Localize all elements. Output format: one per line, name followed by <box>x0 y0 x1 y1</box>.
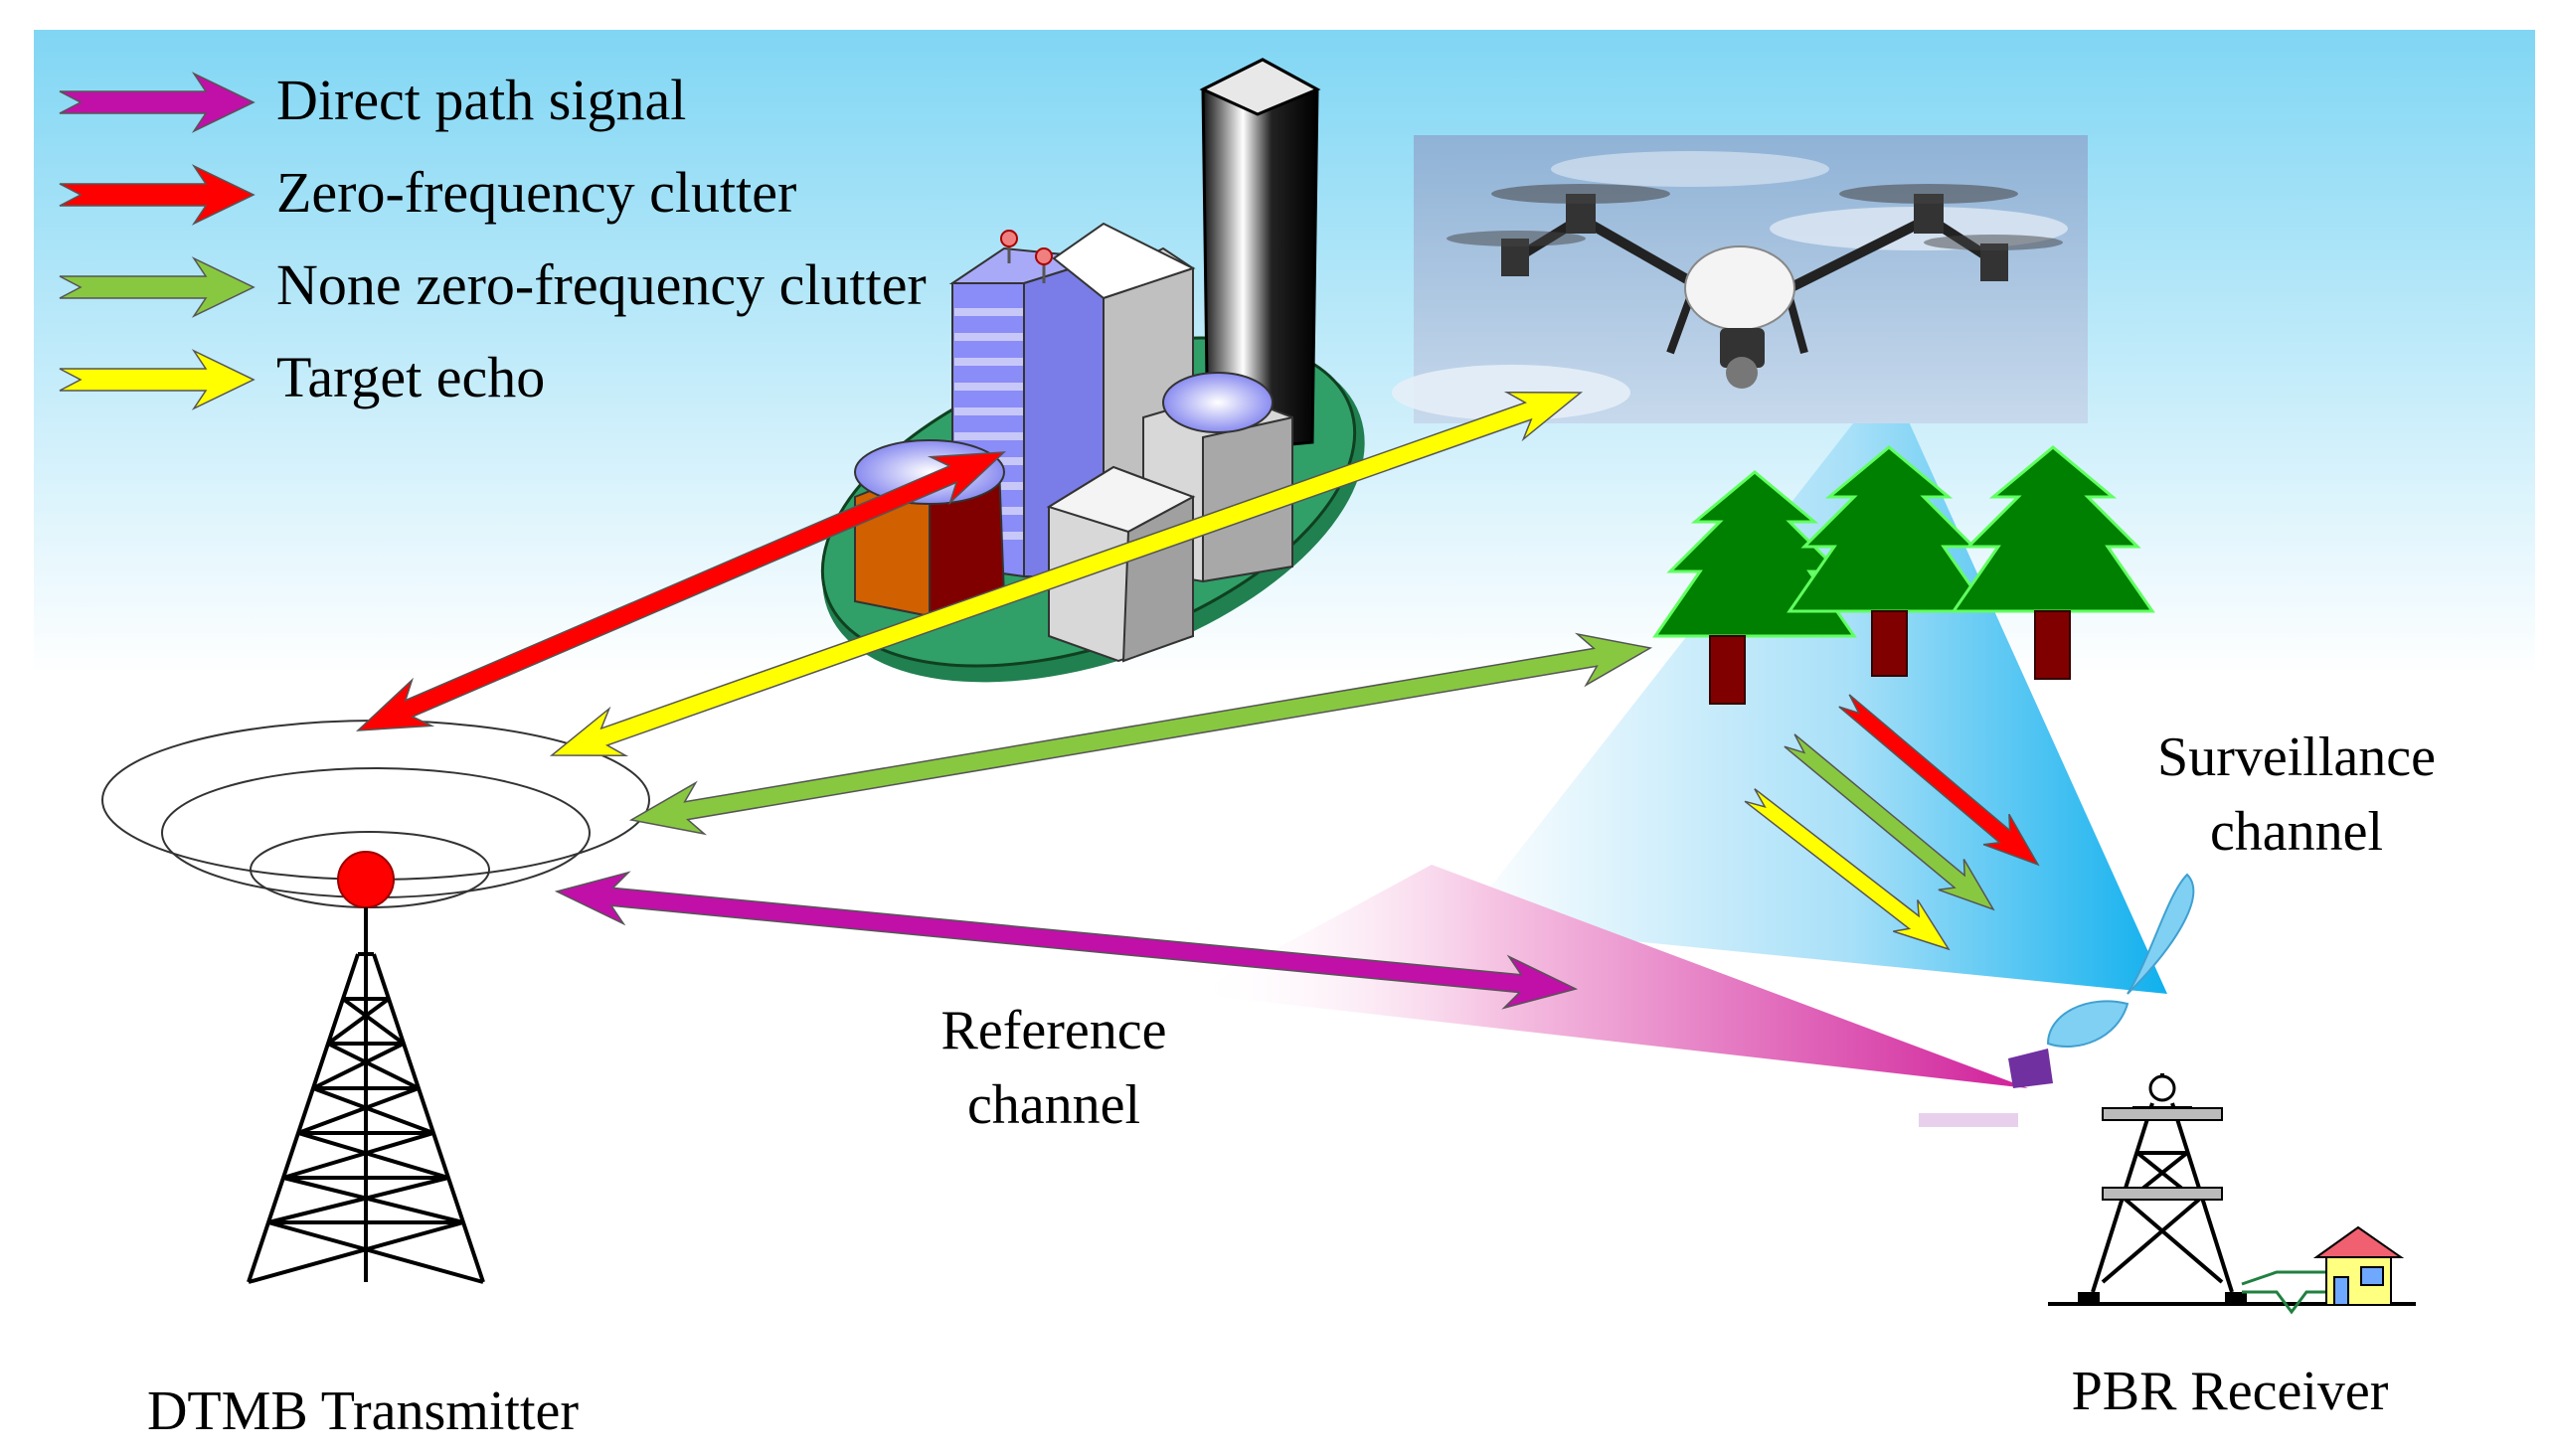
legend-label-zero-frequency: Zero-frequency clutter <box>276 160 796 225</box>
legend-label-target-echo: Target echo <box>276 345 545 409</box>
surveillance-zero-frequency-arrow <box>1838 694 2040 867</box>
receiver-tower-icon <box>2008 873 2416 1315</box>
broadcast-tower-icon <box>101 720 650 1284</box>
reference-channel-label-line2: channel <box>967 1074 1140 1136</box>
legend-swatch-target-echo <box>59 349 256 410</box>
legend-swatch-zero-frequency <box>59 164 256 226</box>
surveillance-channel-label-line2: channel <box>2210 801 2383 863</box>
legend-swatch-direct-path <box>59 72 256 133</box>
surveillance-target-echo-arrow <box>1744 788 1951 951</box>
legend-label-none-zero-frequency: None zero-frequency clutter <box>276 252 927 317</box>
reference-channel-label-line1: Reference <box>941 1000 1167 1061</box>
transmitter-label: DTMB Transmitter <box>147 1380 579 1442</box>
none-zero-frequency-clutter-arrow <box>628 632 1653 836</box>
house-icon <box>2312 1225 2405 1306</box>
direct-path-arrow <box>554 871 1579 1010</box>
target-echo-arrow <box>549 391 1584 757</box>
signal-arrows <box>355 391 2040 1010</box>
drone-icon <box>1392 135 2088 423</box>
surveillance-beam <box>1461 378 2167 994</box>
zero-frequency-clutter-arrow <box>355 451 1007 731</box>
surveillance-none-zero-frequency-arrow <box>1784 733 1995 911</box>
city-buildings-icon <box>820 58 1365 683</box>
receiver-label: PBR Receiver <box>2072 1361 2389 1422</box>
legend-label-direct-path: Direct path signal <box>276 68 686 132</box>
legend: Direct path signal Zero-frequency clutte… <box>59 68 927 410</box>
tree-icon <box>1652 445 2155 705</box>
legend-swatch-none-zero-frequency <box>59 256 256 318</box>
reference-beam <box>1193 865 2028 1088</box>
reference-beam-shadow <box>1919 1113 2018 1127</box>
surveillance-channel-label-line1: Surveillance <box>2157 727 2436 788</box>
